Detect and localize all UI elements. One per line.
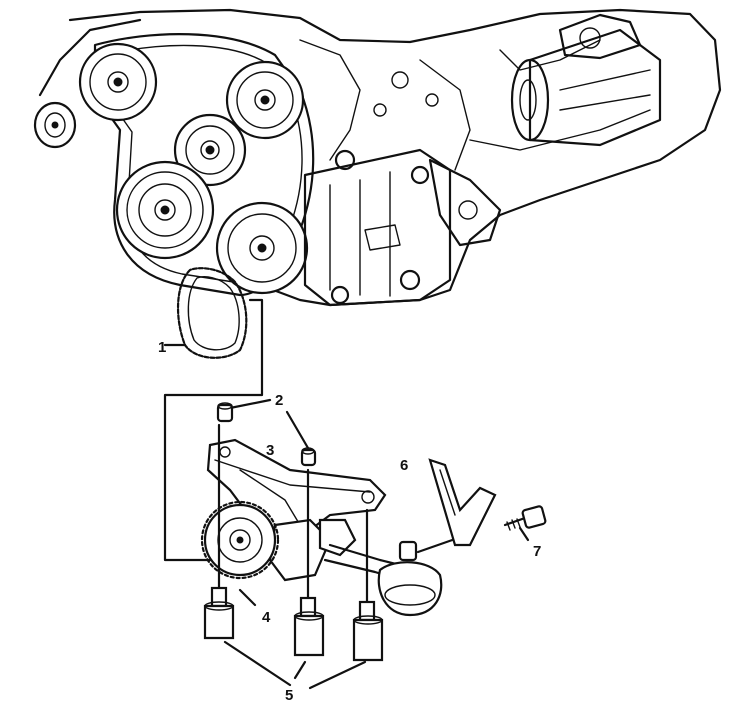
oil-pump-sprocket bbox=[200, 500, 280, 580]
callout-2: 2 bbox=[275, 392, 283, 409]
pickup-brace bbox=[428, 458, 497, 547]
callout-7: 7 bbox=[533, 543, 541, 560]
pulley-power-steering bbox=[33, 101, 77, 149]
starter-motor bbox=[510, 13, 662, 147]
pulley-tensioner bbox=[173, 113, 247, 187]
pulley-upper-left bbox=[78, 42, 158, 122]
dowel-pins bbox=[216, 402, 317, 467]
brace-bolt bbox=[503, 505, 547, 531]
pulley-crankshaft bbox=[115, 160, 215, 260]
callout-6: 6 bbox=[400, 457, 408, 474]
pump-bolt-right bbox=[352, 508, 384, 662]
callout-5: 5 bbox=[285, 687, 293, 704]
callout-3: 3 bbox=[266, 442, 274, 459]
oil-pickup-screen bbox=[377, 540, 443, 617]
pump-bolt-left bbox=[203, 423, 235, 640]
pulley-ac-compressor bbox=[215, 201, 309, 295]
callout-4: 4 bbox=[262, 609, 271, 626]
callout-1: 1 bbox=[158, 339, 166, 356]
pulley-upper-right bbox=[225, 60, 305, 140]
oil-pump-gasket bbox=[177, 267, 248, 359]
ac-compressor bbox=[303, 148, 452, 307]
pump-bolt-center bbox=[293, 468, 325, 657]
